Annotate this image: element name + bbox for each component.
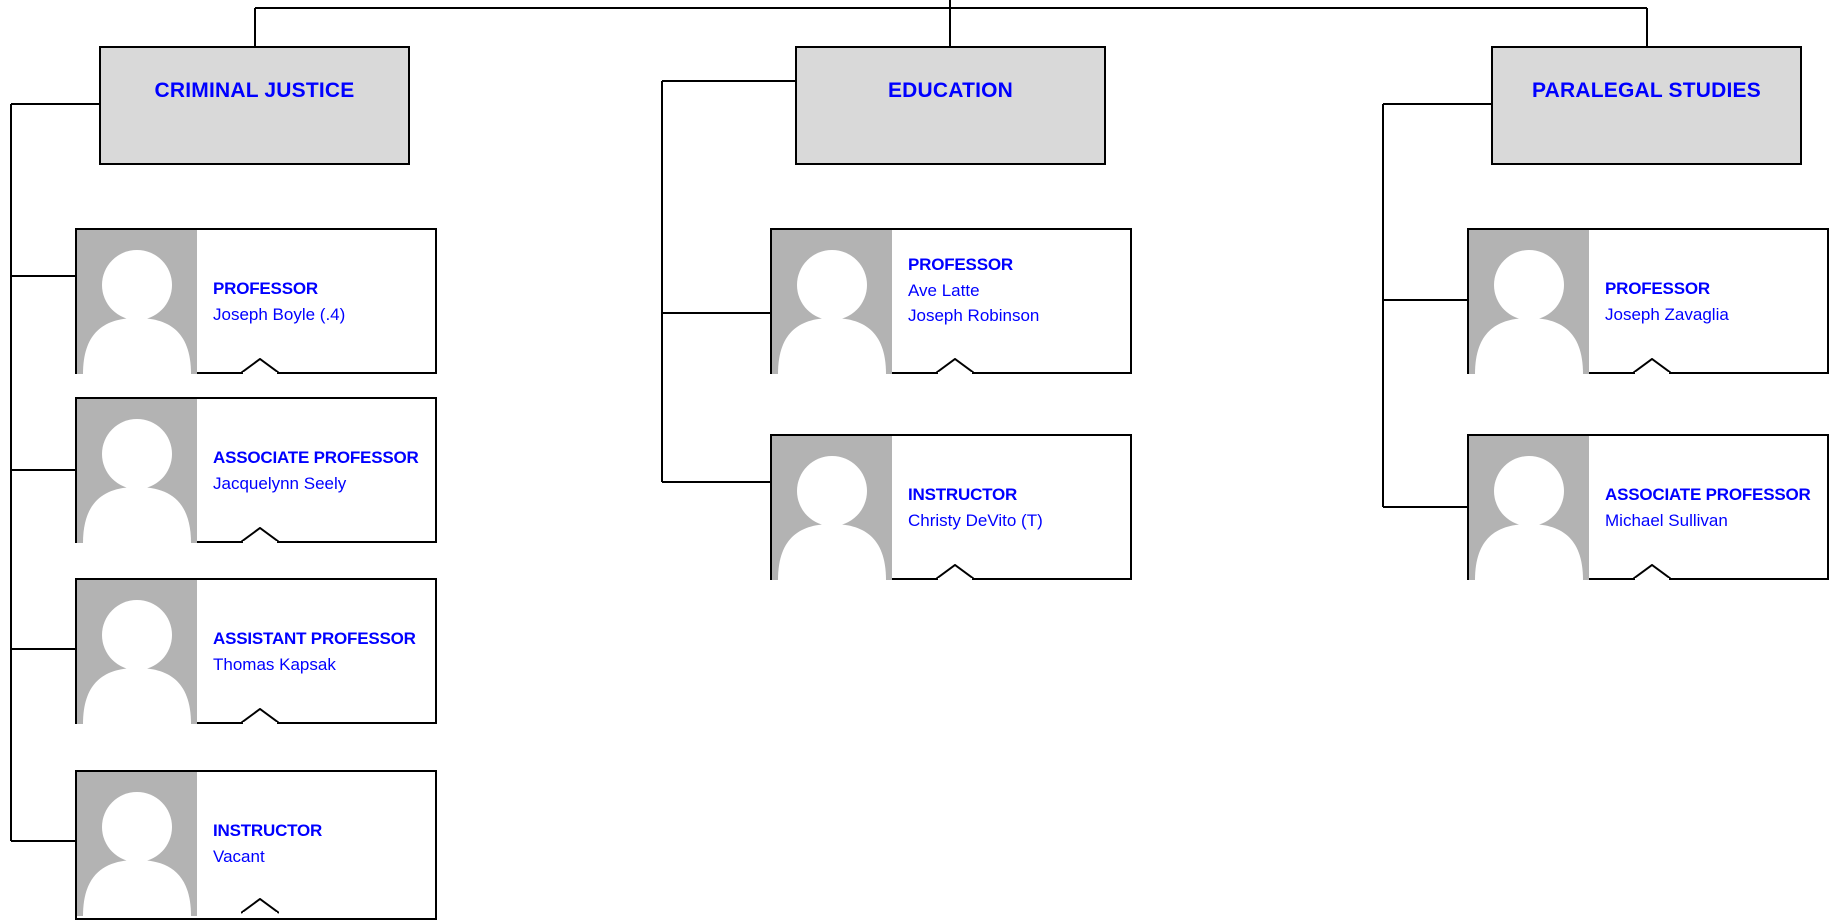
chevron-up-icon[interactable] <box>1633 358 1671 374</box>
position-title: ASSISTANT PROFESSOR <box>213 628 416 648</box>
person-name: Thomas Kapsak <box>213 654 336 674</box>
dept-name: CRIMINAL JUSTICE <box>154 78 355 102</box>
chevron-up-icon[interactable] <box>241 527 279 543</box>
person-name: Jacquelynn Seely <box>213 473 347 493</box>
position-title: ASSOCIATE PROFESSOR <box>1605 484 1811 504</box>
person-silhouette-icon <box>1469 230 1589 374</box>
person-silhouette-icon <box>77 772 197 916</box>
chevron-up-icon[interactable] <box>936 564 974 580</box>
position-card[interactable]: INSTRUCTOR Christy DeVito (T) <box>770 434 1132 580</box>
person-silhouette-icon <box>1469 436 1589 580</box>
person-name: Christy DeVito (T) <box>908 510 1043 530</box>
position-title: PROFESSOR <box>908 255 1013 274</box>
dept-name: EDUCATION <box>887 78 1014 102</box>
chevron-up-icon[interactable] <box>936 358 974 374</box>
position-card[interactable]: ASSOCIATE PROFESSOR Jacquelynn Seely <box>75 397 437 543</box>
dept-header-education[interactable]: EDUCATION <box>795 46 1106 165</box>
position-title: INSTRUCTOR <box>908 484 1018 504</box>
position-title: ASSOCIATE PROFESSOR <box>213 447 419 467</box>
chevron-up-icon[interactable] <box>1633 564 1671 580</box>
position-card[interactable]: ASSOCIATE PROFESSOR Michael Sullivan <box>1467 434 1829 580</box>
person-name: Joseph Robinson <box>908 306 1040 325</box>
position-title: PROFESSOR <box>213 278 318 298</box>
position-card[interactable]: PROFESSOR Joseph Boyle (.4) <box>75 228 437 374</box>
dept-header-paralegal-studies[interactable]: PARALEGAL STUDIES <box>1491 46 1802 165</box>
position-card[interactable]: INSTRUCTOR Vacant <box>75 770 437 920</box>
person-silhouette-icon <box>77 580 197 724</box>
position-card[interactable]: ASSISTANT PROFESSOR Thomas Kapsak <box>75 578 437 724</box>
person-name: Ave Latte <box>908 281 980 300</box>
person-silhouette-icon <box>772 436 892 580</box>
position-card[interactable]: PROFESSOR Joseph Zavaglia <box>1467 228 1829 374</box>
person-name: Joseph Boyle (.4) <box>213 304 346 324</box>
position-title: PROFESSOR <box>1605 278 1710 298</box>
position-title: INSTRUCTOR <box>213 820 323 840</box>
person-silhouette-icon <box>772 230 892 374</box>
position-card[interactable]: PROFESSOR Ave Latte Joseph Robinson <box>770 228 1132 374</box>
dept-header-criminal-justice[interactable]: CRIMINAL JUSTICE <box>99 46 410 165</box>
chevron-up-icon[interactable] <box>241 358 279 374</box>
dept-name: PARALEGAL STUDIES <box>1532 78 1761 102</box>
person-name: Vacant <box>213 846 265 866</box>
person-name: Michael Sullivan <box>1605 510 1728 530</box>
person-silhouette-icon <box>77 399 197 543</box>
person-name: Joseph Zavaglia <box>1605 304 1729 324</box>
chevron-up-icon[interactable] <box>241 708 279 724</box>
chevron-up-icon[interactable] <box>241 898 279 914</box>
person-silhouette-icon <box>77 230 197 374</box>
